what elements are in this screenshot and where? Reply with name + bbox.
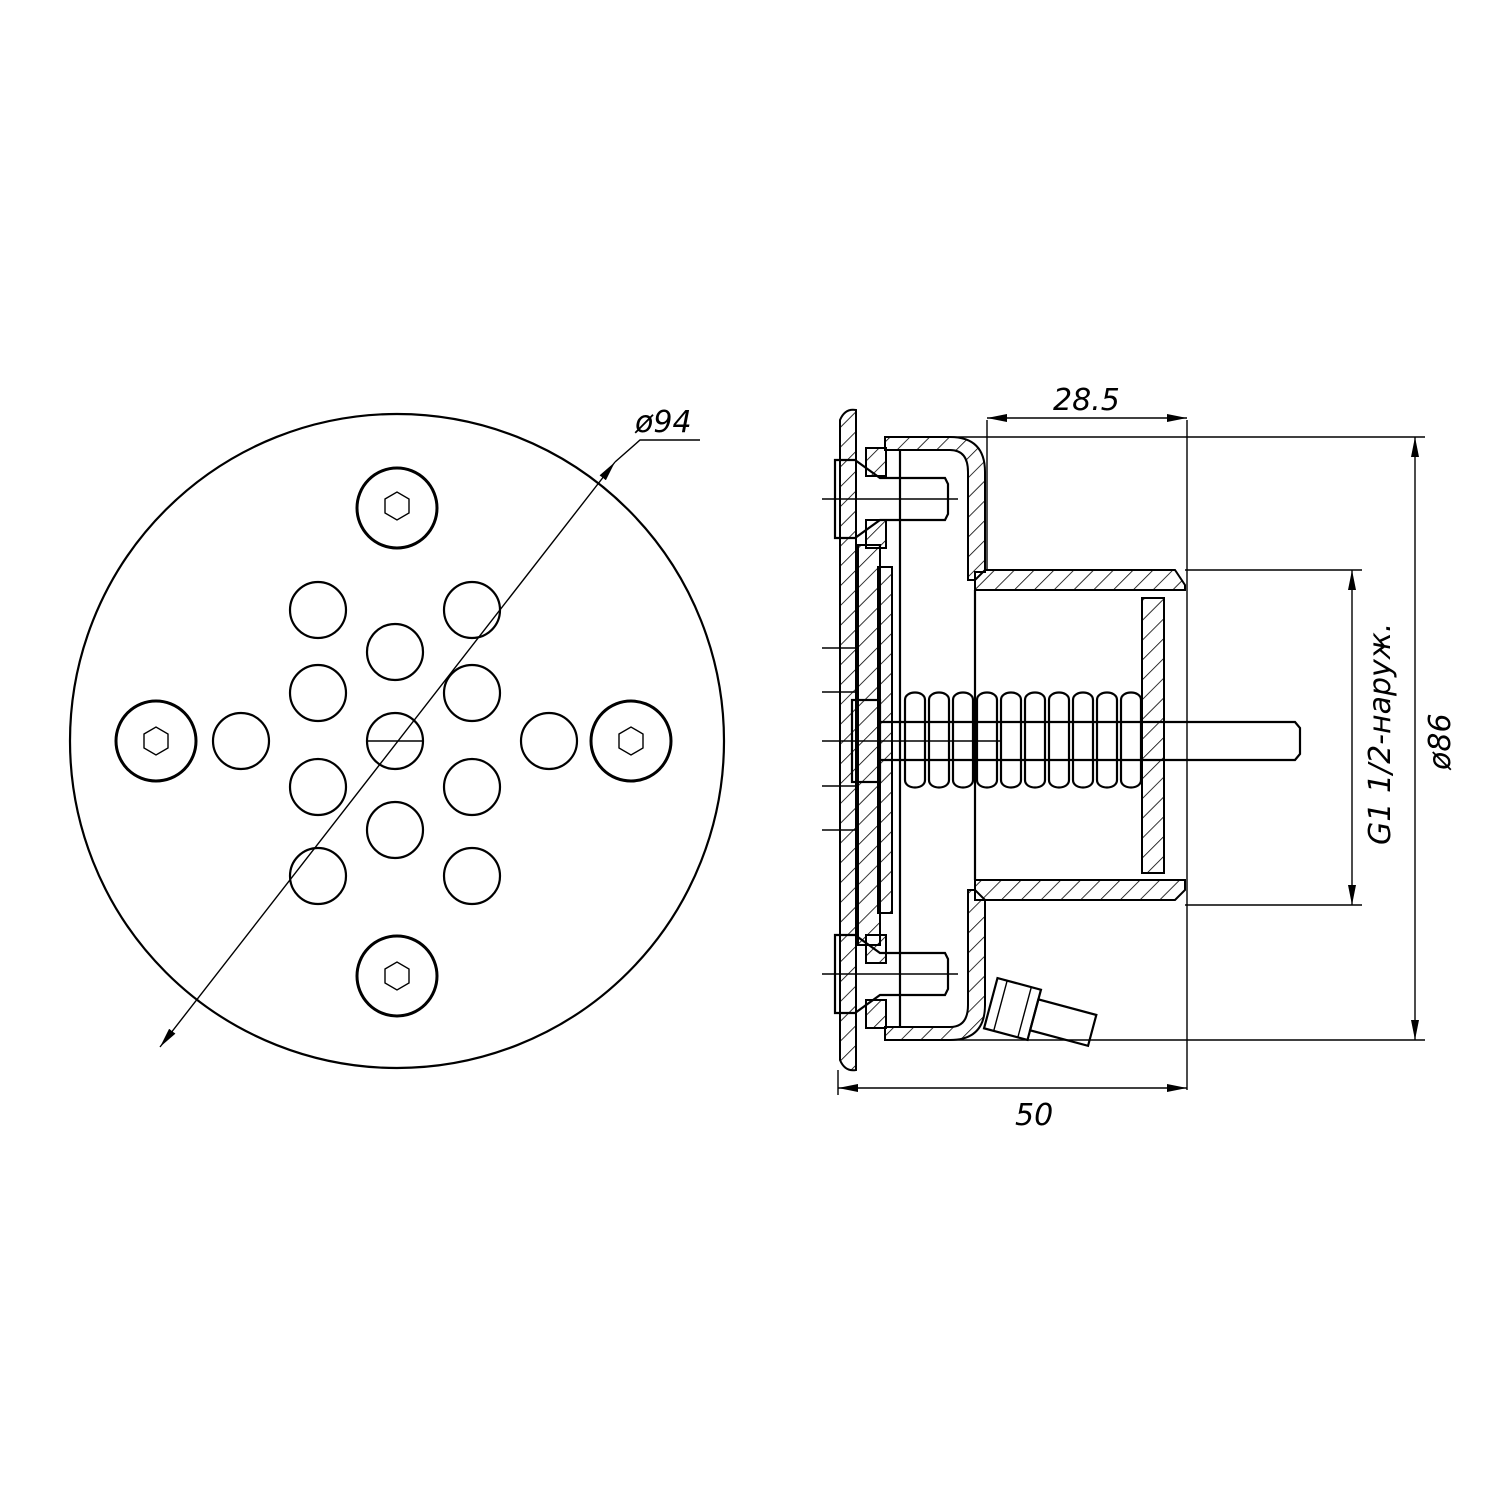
screw-top (355, 466, 439, 550)
screw-bottom (355, 934, 439, 1018)
flange (839, 408, 857, 1072)
cover-plate (857, 544, 881, 946)
spring (903, 691, 1143, 789)
length-label: 50 (1015, 1098, 1053, 1133)
outer-rim (68, 412, 726, 1070)
holes (211, 580, 579, 906)
inner-plate (877, 566, 893, 914)
spring-coil (927, 691, 951, 789)
spring-coil (951, 691, 975, 789)
screw-bottom-side (822, 933, 958, 1015)
rod (880, 720, 1302, 762)
screw-right (589, 699, 673, 783)
side-view: 28.5 50 ø86 G1 1/2-наруж. (822, 383, 1458, 1133)
front-diameter-label: ø94 (634, 405, 692, 440)
pipe-wall-top (974, 569, 1186, 591)
spring-coil (975, 691, 999, 789)
spring-coil (1047, 691, 1071, 789)
spring-coil (1095, 691, 1119, 789)
spring-coil (1071, 691, 1095, 789)
mounting-screws (114, 466, 673, 1018)
outer-diameter-label: ø86 (1423, 713, 1458, 771)
thread-label: G1 1/2-наруж. (1363, 623, 1398, 845)
spring-coil (999, 691, 1023, 789)
pipe-insert (1141, 597, 1165, 874)
cable-gland (982, 976, 1098, 1048)
spring-coil (1119, 691, 1143, 789)
screw-top-side (822, 458, 958, 540)
depth-label: 28.5 (1053, 383, 1120, 418)
leader-line (614, 439, 700, 463)
diameter-dimension-line (159, 461, 616, 1048)
spring-coil (1023, 691, 1047, 789)
front-view: ø94 (68, 405, 726, 1070)
pipe-wall-bottom (974, 879, 1186, 901)
screw-left (114, 699, 198, 783)
